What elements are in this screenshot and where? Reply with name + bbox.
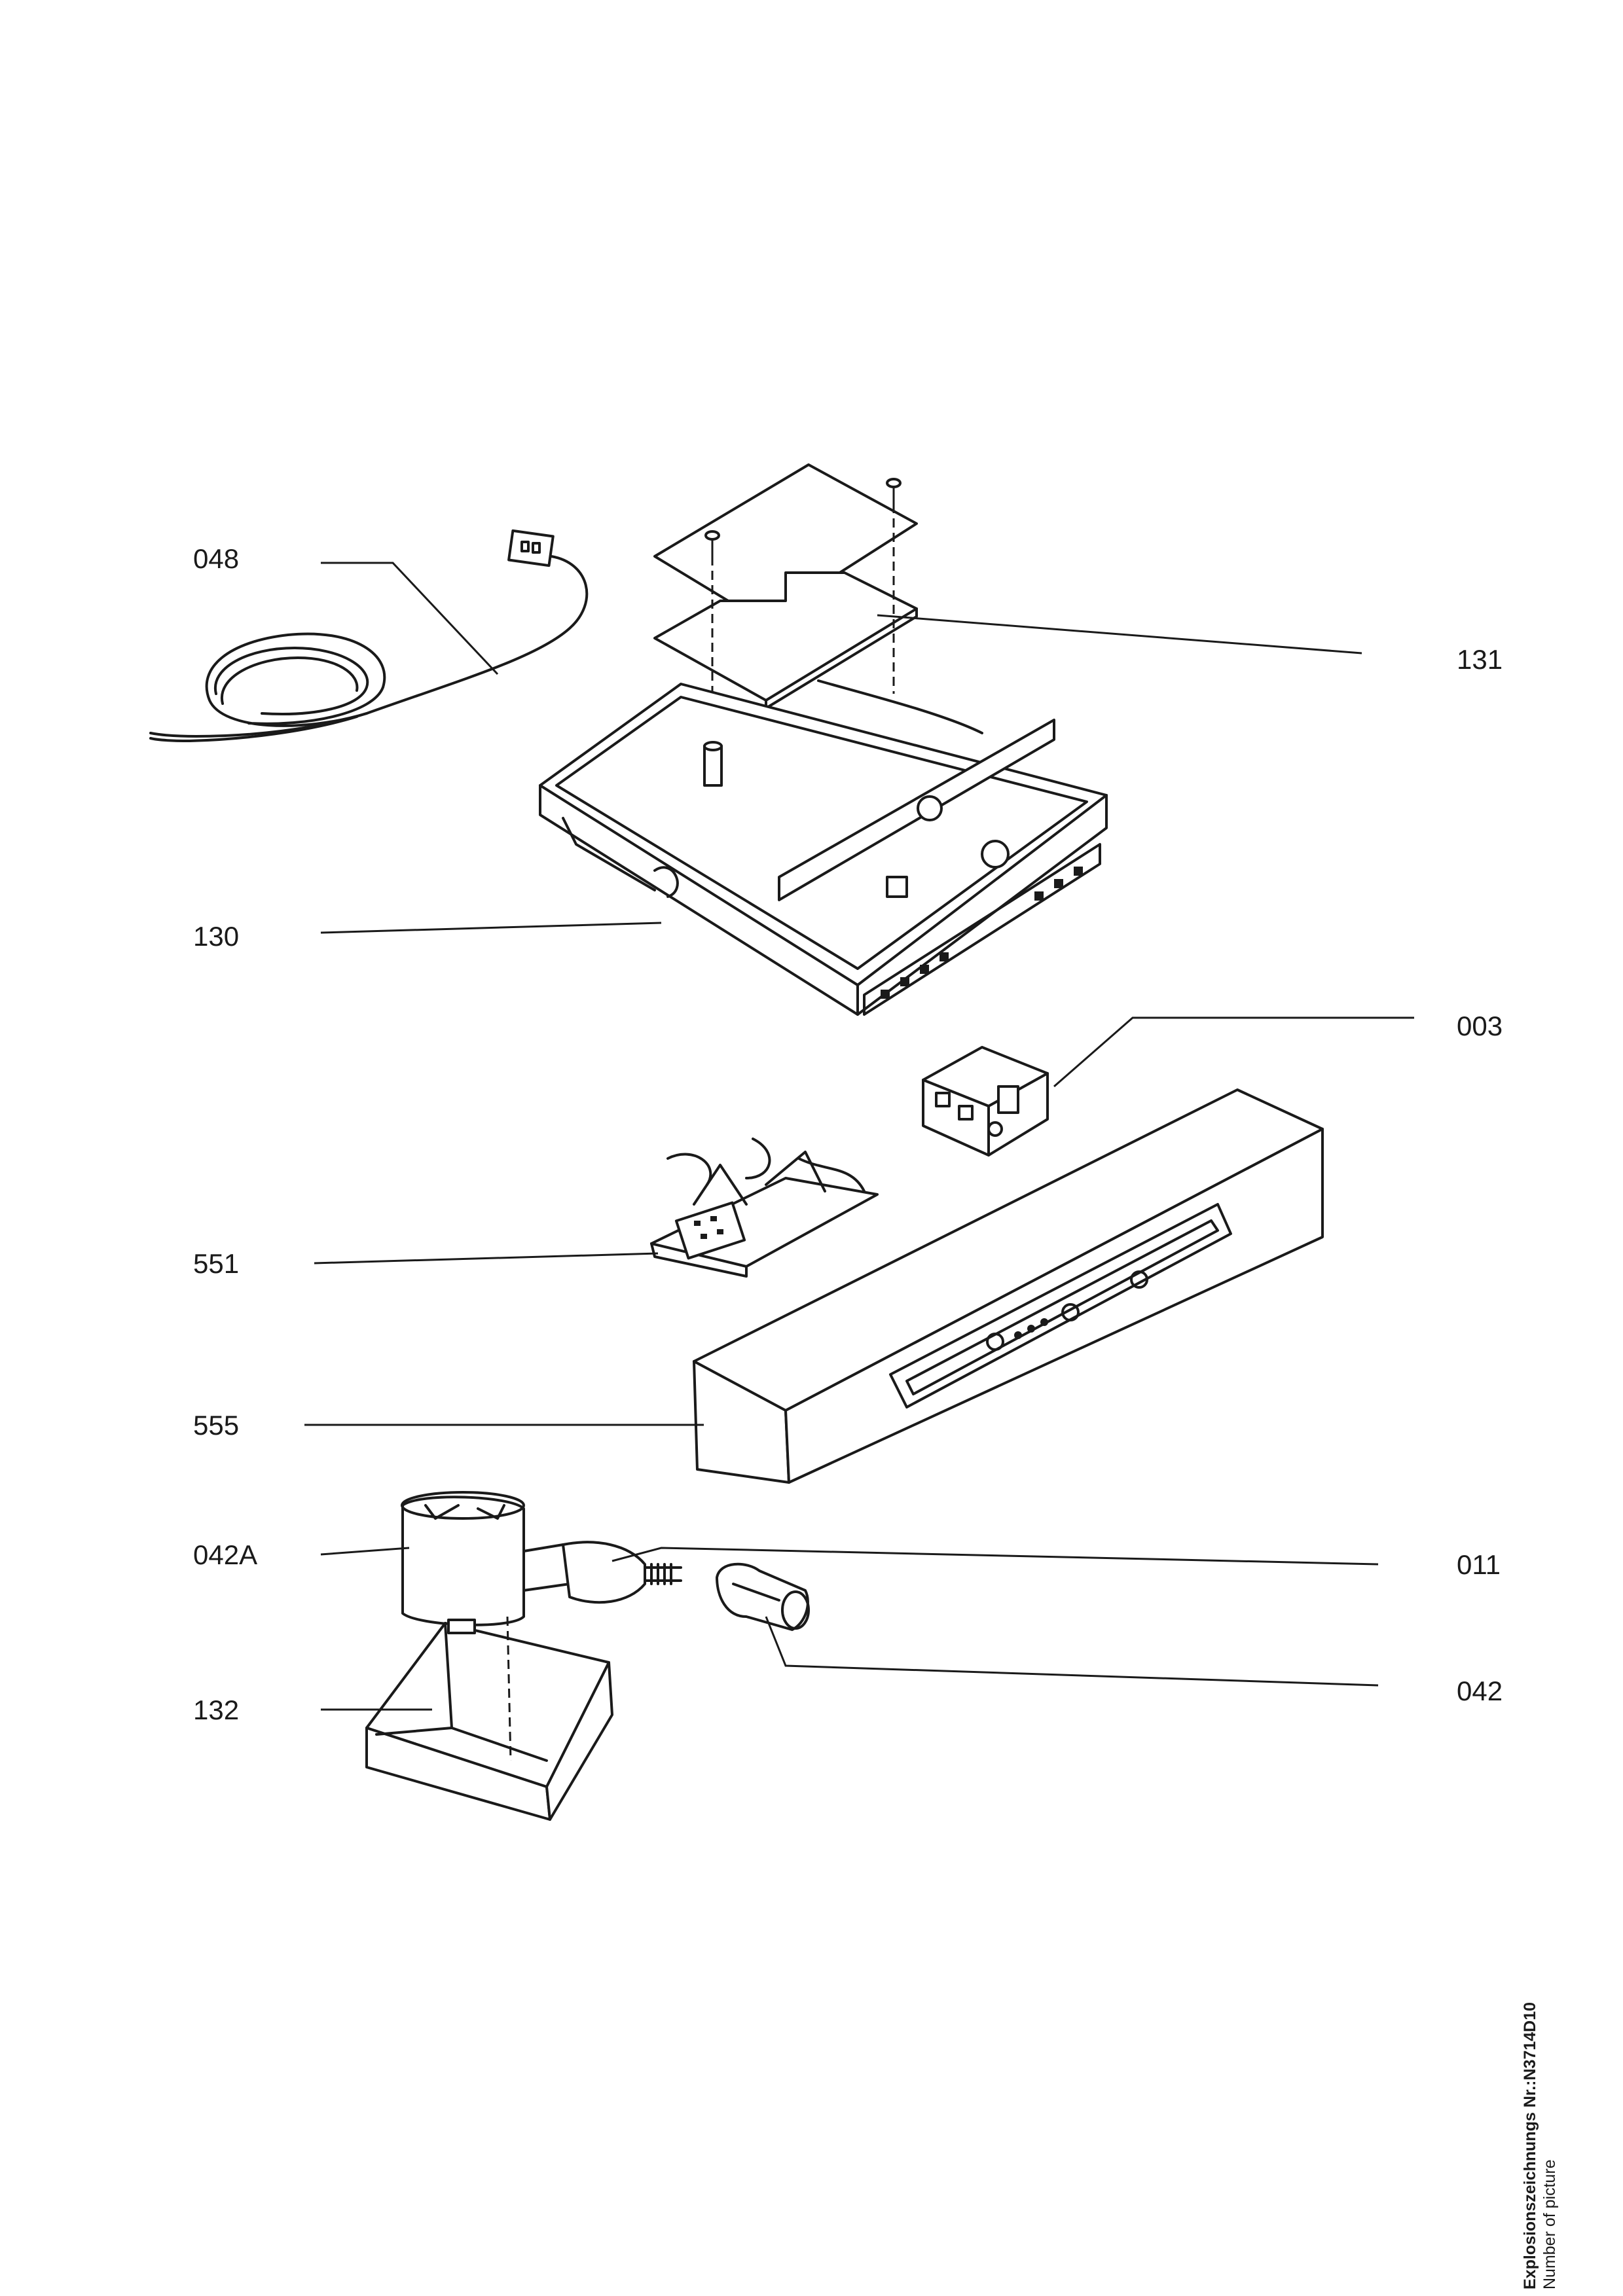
part-131-circuit-plates bbox=[653, 463, 918, 746]
part-130-housing bbox=[539, 679, 1108, 1016]
callout-042: 042 bbox=[1457, 1676, 1503, 1706]
callout-132: 132 bbox=[193, 1695, 239, 1725]
indicator-lights-icon bbox=[986, 1270, 1148, 1351]
screw-icon bbox=[704, 478, 902, 556]
callout-130: 130 bbox=[193, 921, 239, 952]
callout-555: 555 bbox=[193, 1410, 239, 1441]
part-555-fascia bbox=[693, 1088, 1324, 1484]
callout-131: 131 bbox=[1457, 644, 1503, 675]
callout-551: 551 bbox=[193, 1248, 239, 1279]
part-042-knob bbox=[716, 1562, 810, 1631]
picture-caption: Number of picture bbox=[1541, 2159, 1559, 2289]
callout-labels: 048 131 130 003 551 555 042A 011 042 132 bbox=[193, 543, 1503, 1725]
part-132-tray bbox=[365, 1616, 613, 1821]
callout-003: 003 bbox=[1457, 1011, 1503, 1041]
callout-011: 011 bbox=[1457, 1549, 1501, 1580]
part-048-cable bbox=[149, 529, 589, 742]
chip-icon bbox=[694, 1216, 723, 1239]
button-row-icon bbox=[881, 867, 1083, 999]
part-551-board bbox=[650, 1138, 879, 1278]
part-011-shaft bbox=[522, 1541, 682, 1604]
callout-048: 048 bbox=[193, 543, 239, 574]
part-003-switch bbox=[922, 1046, 1049, 1157]
drawing-number: Explosionszeichnungs Nr.:N3714D10 bbox=[1521, 2001, 1539, 2289]
drawing-number-footer: Explosionszeichnungs Nr.:N3714D10 Number… bbox=[1520, 2002, 1559, 2289]
callout-042A: 042A bbox=[193, 1539, 257, 1570]
part-042A-sleeve bbox=[401, 1491, 525, 1626]
leader-lines bbox=[304, 562, 1414, 1711]
